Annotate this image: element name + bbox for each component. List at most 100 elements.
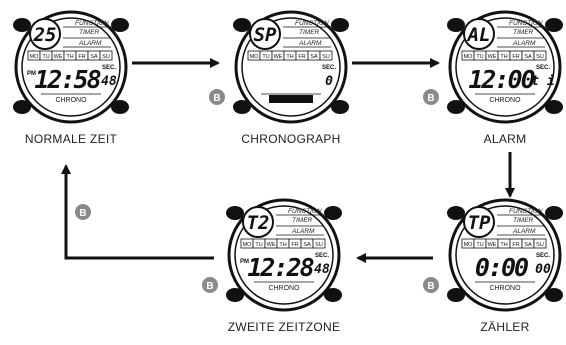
- watch-lug: [13, 18, 31, 32]
- watch-lug: [545, 18, 563, 32]
- alarm-label: ALARM: [78, 40, 102, 47]
- caption-chrono: CHRONOGRAPH: [241, 132, 340, 146]
- watch-chrono: SPFUNCTIONTIMERALARMMOTUWETHFRSASUSEC.0B: [209, 12, 349, 122]
- watch-lug: [233, 18, 251, 32]
- b-button-label: B: [427, 281, 434, 292]
- day-label: WE: [274, 54, 283, 60]
- day-label: MO: [30, 54, 40, 60]
- chrono-label: CHRONO: [489, 285, 521, 292]
- day-label: MO: [464, 242, 474, 248]
- timer-label: TIMER: [292, 217, 313, 224]
- day-label: MO: [464, 54, 474, 60]
- day-label: WE: [267, 242, 276, 248]
- day-label: TU: [476, 54, 483, 60]
- watch-alarm: AL FUNCTION TIMER ALARM MOTU WETH FR SA SU SEC.12…: [423, 12, 563, 122]
- day-label: TH: [66, 54, 73, 60]
- day-label: TU: [255, 242, 262, 248]
- sec-label: SEC.: [102, 65, 116, 71]
- chrono-label: CHRONO: [55, 97, 87, 104]
- day-label: WE: [54, 54, 63, 60]
- day-label: TH: [500, 242, 507, 248]
- b-button-return: B: [75, 204, 91, 220]
- day-label: MO: [243, 242, 253, 248]
- b-button-label: B: [213, 93, 220, 104]
- day-label: FR: [291, 242, 298, 248]
- alarm-label: ALARM: [512, 40, 536, 47]
- timer-label: TIMER: [513, 29, 534, 36]
- day-label: SU: [536, 54, 544, 60]
- watch-lug: [447, 206, 465, 220]
- watch-lug: [111, 18, 129, 32]
- b-button-label: B: [79, 208, 86, 219]
- b-button: B: [423, 277, 439, 293]
- day-label: SA: [90, 54, 98, 60]
- function-label: FUNCTION: [509, 208, 543, 215]
- day-label: FR: [298, 54, 305, 60]
- sec-label: SEC.: [536, 253, 550, 259]
- watch-lug: [447, 18, 465, 32]
- time-display: 12:58: [34, 65, 100, 94]
- day-label: TU: [42, 54, 49, 60]
- day-label: SA: [524, 54, 532, 60]
- seconds-display: 0: [325, 74, 333, 89]
- time-display: 0:00: [475, 253, 528, 282]
- function-label: FUNCTION: [509, 20, 543, 27]
- function-label: FUNCTION: [75, 20, 109, 27]
- day-label: FR: [78, 54, 85, 60]
- caption-alarm: ALARM: [484, 132, 527, 146]
- chrono-bar: [269, 95, 313, 103]
- day-label: FR: [512, 54, 519, 60]
- caption-dualtime: ZWEITE ZEITZONE: [228, 320, 341, 334]
- caption-normal: NORMALE ZEIT: [25, 132, 118, 146]
- mode-indicator: TP: [468, 212, 491, 234]
- day-label: SU: [315, 242, 323, 248]
- time-display: 12:00: [468, 65, 534, 94]
- day-label: TH: [500, 54, 507, 60]
- mode-indicator: AL: [466, 24, 491, 46]
- function-label: FUNCTION: [295, 20, 329, 27]
- caption-timer: ZÄHLER: [480, 320, 529, 334]
- alarm-label: ALARM: [291, 228, 315, 235]
- day-label: SA: [524, 242, 532, 248]
- day-label: SU: [102, 54, 110, 60]
- mode-indicator: SP: [254, 24, 277, 46]
- chrono-label: CHRONO: [489, 97, 521, 104]
- day-label: MO: [250, 54, 260, 60]
- alarm-label: ALARM: [298, 40, 322, 47]
- watch-lug: [226, 206, 244, 220]
- watch-lug: [545, 206, 563, 220]
- day-label: FR: [512, 242, 519, 248]
- b-button: B: [209, 89, 225, 105]
- b-button: B: [423, 89, 439, 105]
- day-label: SU: [322, 54, 330, 60]
- timer-label: TIMER: [513, 217, 534, 224]
- seconds-display: 00: [535, 262, 551, 277]
- sec-label: SEC.: [322, 65, 336, 71]
- b-button: B: [202, 277, 218, 293]
- b-button-label: B: [427, 93, 434, 104]
- seconds-display: t i: [531, 74, 554, 89]
- day-label: WE: [488, 54, 497, 60]
- day-label: TU: [476, 242, 483, 248]
- chrono-label: CHRONO: [268, 285, 300, 292]
- day-label: TH: [279, 242, 286, 248]
- mode-indicator: T2: [247, 212, 270, 234]
- function-label: FUNCTION: [288, 208, 322, 215]
- alarm-label: ALARM: [512, 228, 536, 235]
- sec-label: SEC.: [536, 65, 550, 71]
- day-label: SU: [536, 242, 544, 248]
- mode-indicator: 25: [33, 24, 57, 46]
- seconds-display: 48: [101, 74, 117, 89]
- watch-lug: [331, 18, 349, 32]
- seconds-display: 48: [314, 262, 330, 277]
- watch-lug: [324, 206, 342, 220]
- time-display: 12:28: [247, 253, 313, 282]
- sec-label: SEC.: [315, 253, 329, 259]
- timer-label: TIMER: [79, 29, 100, 36]
- day-label: SA: [303, 242, 311, 248]
- day-label: TU: [262, 54, 269, 60]
- b-button-label: B: [206, 281, 213, 292]
- day-label: TH: [286, 54, 293, 60]
